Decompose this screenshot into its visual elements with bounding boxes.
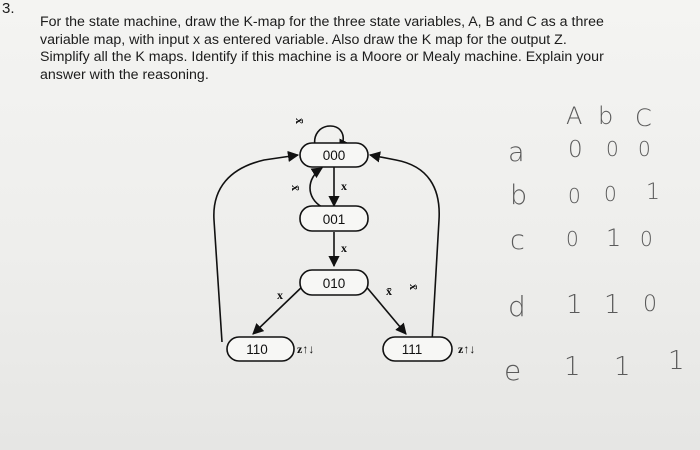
handwritten-row-c-value: 0	[640, 227, 653, 251]
handwritten-header-b: b	[598, 102, 614, 130]
question-line: For the state machine, draw the K-map fo…	[40, 14, 604, 30]
question-line: answer with the reasoning.	[40, 66, 209, 83]
edge-label-selfloop: x̄	[293, 118, 307, 124]
handwritten-header-c: C	[635, 104, 652, 132]
edge-001-000	[309, 167, 323, 208]
handwritten-row-c-state: c	[510, 225, 525, 256]
state-010: 010	[299, 269, 369, 296]
handwritten-row-b-state: b	[510, 180, 528, 211]
state-label: 010	[323, 276, 346, 291]
edge-label-001-010: x	[341, 241, 347, 255]
edge-010-111	[363, 283, 407, 335]
handwritten-row-e-value: 1	[564, 352, 581, 382]
handwritten-row-d-state: d	[508, 290, 526, 323]
state-label: 001	[323, 212, 346, 227]
handwritten-row-d-value: 1	[604, 290, 621, 320]
question-line: variable map, with input x as entered va…	[40, 31, 567, 48]
output-label-111: z↑↓	[458, 342, 475, 356]
question-line: Simplify all the K maps. Identify if thi…	[40, 49, 604, 65]
state-000: 000	[299, 142, 369, 168]
handwritten-row-d-value: 0	[643, 292, 657, 317]
handwritten-row-c-value: 1	[606, 224, 622, 252]
edge-label-010-110: x	[277, 288, 283, 302]
question-text: For the state machine, draw the K-map fo…	[40, 14, 670, 84]
handwritten-row-a-state: a	[508, 137, 525, 168]
state-label: 110	[246, 342, 268, 357]
handwritten-row-e-value: 1	[668, 346, 685, 376]
edge-010-110	[252, 283, 306, 335]
handwritten-row-b-value: 1	[646, 180, 660, 205]
edge-000-selfloop	[313, 125, 350, 152]
state-label: 000	[323, 148, 346, 163]
handwritten-row-e-state: e	[504, 354, 522, 387]
handwritten-row-d-value: 1	[566, 290, 583, 320]
state-label: 111	[402, 342, 423, 357]
edge-label-001-000: x̄	[289, 185, 303, 191]
state-111: 111	[382, 336, 453, 362]
handwritten-header-a: A	[566, 102, 583, 130]
question-number: 3.	[2, 0, 15, 17]
handwritten-row-a-value: 0	[638, 137, 651, 161]
state-110: 110	[226, 336, 295, 362]
handwritten-row-e-value: 1	[614, 352, 631, 382]
handwritten-row-a-value: 0	[606, 137, 619, 161]
handwritten-row-b-value: 0	[568, 184, 581, 208]
edge-110-000	[213, 150, 300, 343]
state-001: 001	[299, 205, 369, 232]
handwritten-row-c-value: 0	[566, 227, 579, 251]
handwritten-row-a-value: 0	[568, 137, 583, 163]
edge-111-000	[368, 151, 440, 343]
edge-label-111-000: x̄	[407, 284, 421, 290]
edge-label-000-001: x	[341, 179, 347, 193]
handwritten-row-b-value: 0	[604, 182, 617, 206]
edge-label-010-111: x̄	[386, 284, 392, 298]
output-label-110: z↑↓	[297, 342, 314, 356]
